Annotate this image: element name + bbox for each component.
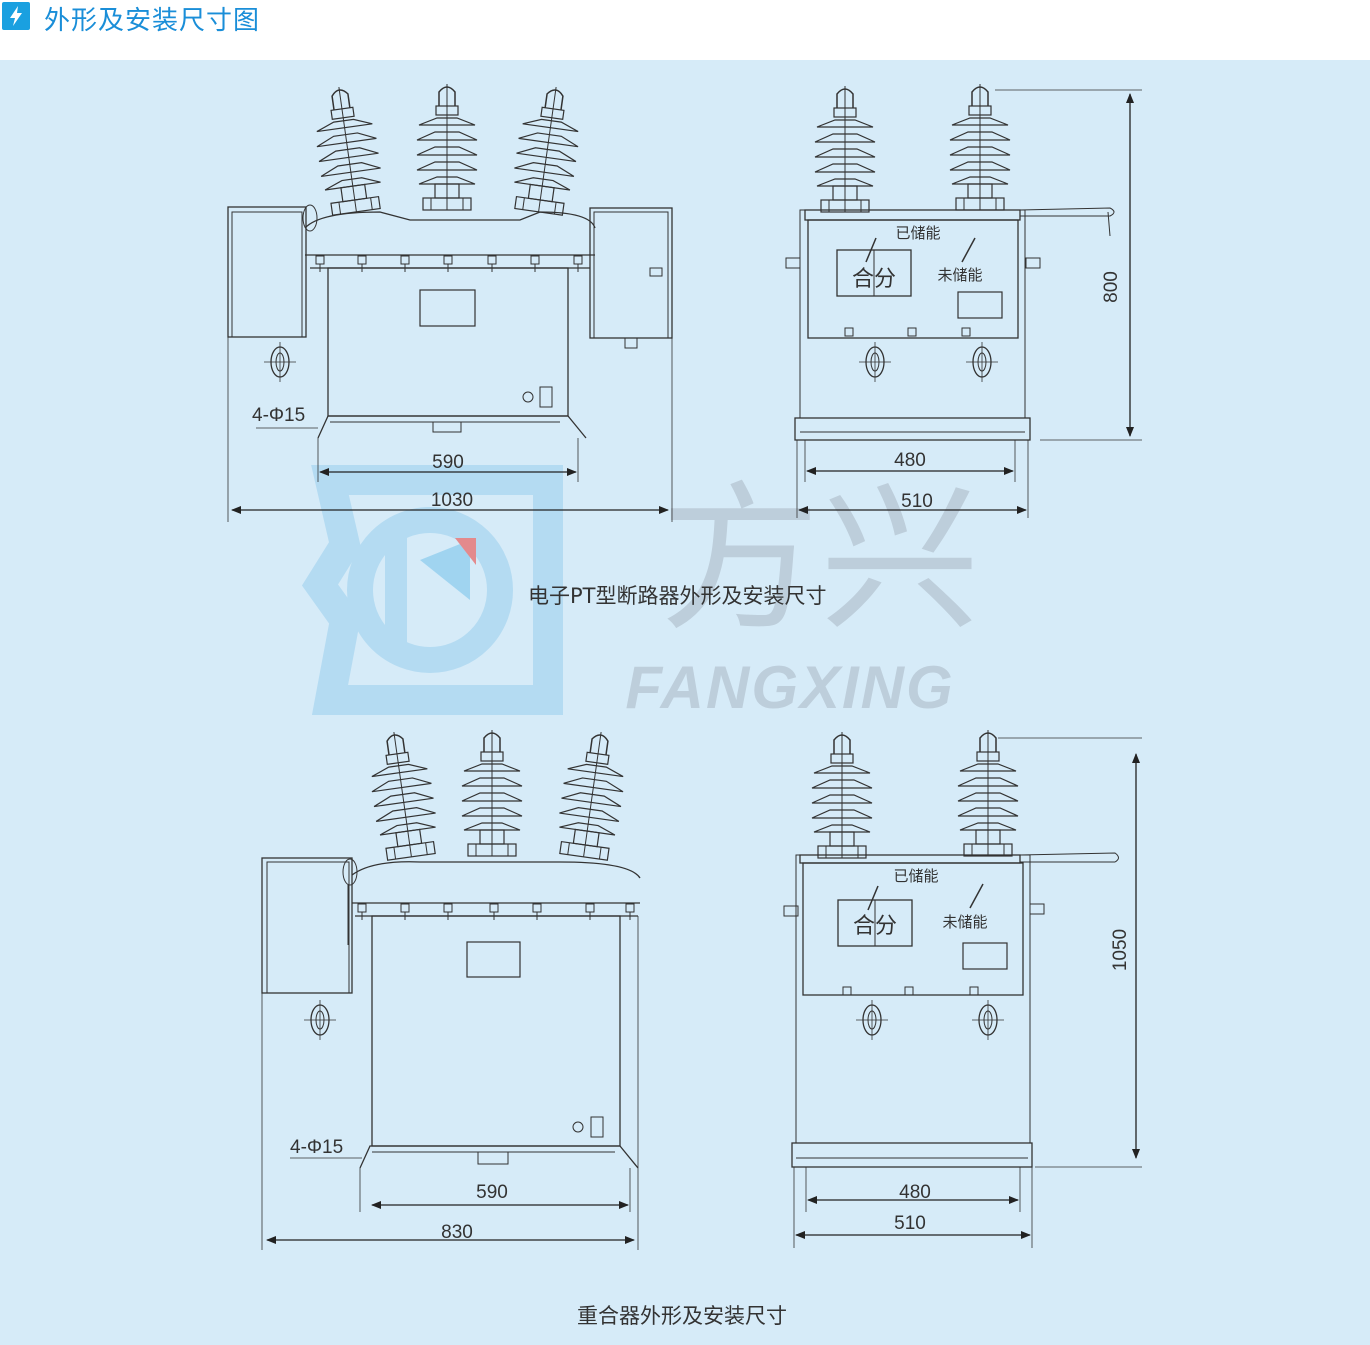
diagram2-unstored-label: 未储能 <box>942 914 987 931</box>
diagram1-caption: 电子PT型断路器外形及安装尺寸 <box>528 584 827 608</box>
diagram1-dim-590: 590 <box>432 452 464 473</box>
page-title: 外形及安装尺寸图 <box>44 6 261 36</box>
diagram2-stored-label: 已储能 <box>893 868 938 885</box>
diagram1-hole-label: 4-Φ15 <box>252 405 305 426</box>
diagram2-hole-label: 4-Φ15 <box>290 1137 343 1158</box>
diagram2-dim-1050: 1050 <box>1110 929 1131 971</box>
fangxing-logo-icon <box>301 465 563 715</box>
diagram2-side-view <box>783 729 1142 1248</box>
diagram1-dim-1030: 1030 <box>431 490 473 511</box>
diagram2-caption: 重合器外形及安装尺寸 <box>577 1304 787 1328</box>
diagram1-panel-label: 合分 <box>852 266 896 291</box>
diagram1-unstored-label: 未储能 <box>937 267 982 284</box>
diagram1-front-view <box>227 82 673 522</box>
diagram1-dim-510: 510 <box>901 491 933 512</box>
diagram2-panel-label: 合分 <box>853 913 897 938</box>
diagram2-dim-830: 830 <box>441 1222 473 1243</box>
diagram1-dim-800: 800 <box>1101 271 1122 303</box>
page-header: 外形及安装尺寸图 <box>0 0 1370 58</box>
diagram2-front-view <box>261 727 641 1250</box>
diagram1-side-view <box>785 83 1142 518</box>
diagram1-stored-label: 已储能 <box>895 225 940 242</box>
watermark-latin: FANGXING <box>625 654 954 721</box>
watermark-chinese: 方兴 <box>660 470 980 649</box>
diagram2-dim-480: 480 <box>899 1182 931 1203</box>
diagram2-dim-510: 510 <box>894 1213 926 1234</box>
diagram1-dim-480: 480 <box>894 450 926 471</box>
diagram2-dim-590: 590 <box>476 1182 508 1203</box>
lightning-bolt-icon <box>2 2 30 30</box>
